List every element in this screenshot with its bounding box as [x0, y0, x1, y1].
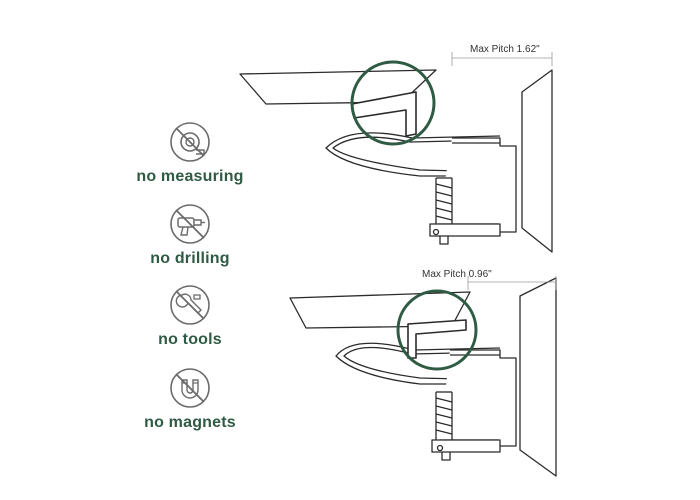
latch-arm-outer — [335, 342, 501, 385]
latch-body — [438, 137, 517, 233]
latch-arm — [343, 346, 501, 381]
no-magnet-icon — [170, 368, 210, 408]
feature-no-drilling: no drilling — [120, 202, 260, 268]
mount-peg — [439, 236, 449, 245]
detail-magnifier-circle — [396, 289, 478, 371]
no-drill-icon — [170, 204, 210, 244]
pitch-label-top: Max Pitch 1.62" — [470, 44, 540, 55]
spring — [435, 391, 453, 440]
no-wrench-icon — [170, 285, 210, 325]
latch-diagram-bottom — [289, 276, 557, 477]
feature-label: no tools — [158, 331, 222, 348]
feature-no-magnets: no magnets — [120, 366, 260, 432]
no-measuring-tape-icon — [170, 122, 210, 162]
feature-label: no drilling — [150, 250, 230, 267]
latch-arm — [332, 136, 501, 173]
latch-diagram-top — [239, 52, 553, 253]
mount-dot — [432, 228, 440, 236]
base-plate — [429, 223, 501, 237]
mount-dot — [436, 444, 444, 452]
feature-no-measuring: no measuring — [120, 120, 260, 186]
detail-magnifier-circle — [350, 60, 436, 146]
feature-label: no magnets — [144, 414, 236, 431]
spring — [435, 177, 453, 224]
cabinet-wall — [519, 277, 557, 477]
mount-peg — [441, 452, 451, 461]
cabinet-wall — [521, 69, 553, 253]
feature-label: no measuring — [136, 168, 244, 185]
base-plate — [431, 439, 501, 453]
feature-no-tools: no tools — [120, 283, 260, 349]
pitch-label-bottom: Max Pitch 0.96" — [422, 269, 492, 280]
latch-arm-outer — [325, 132, 501, 177]
